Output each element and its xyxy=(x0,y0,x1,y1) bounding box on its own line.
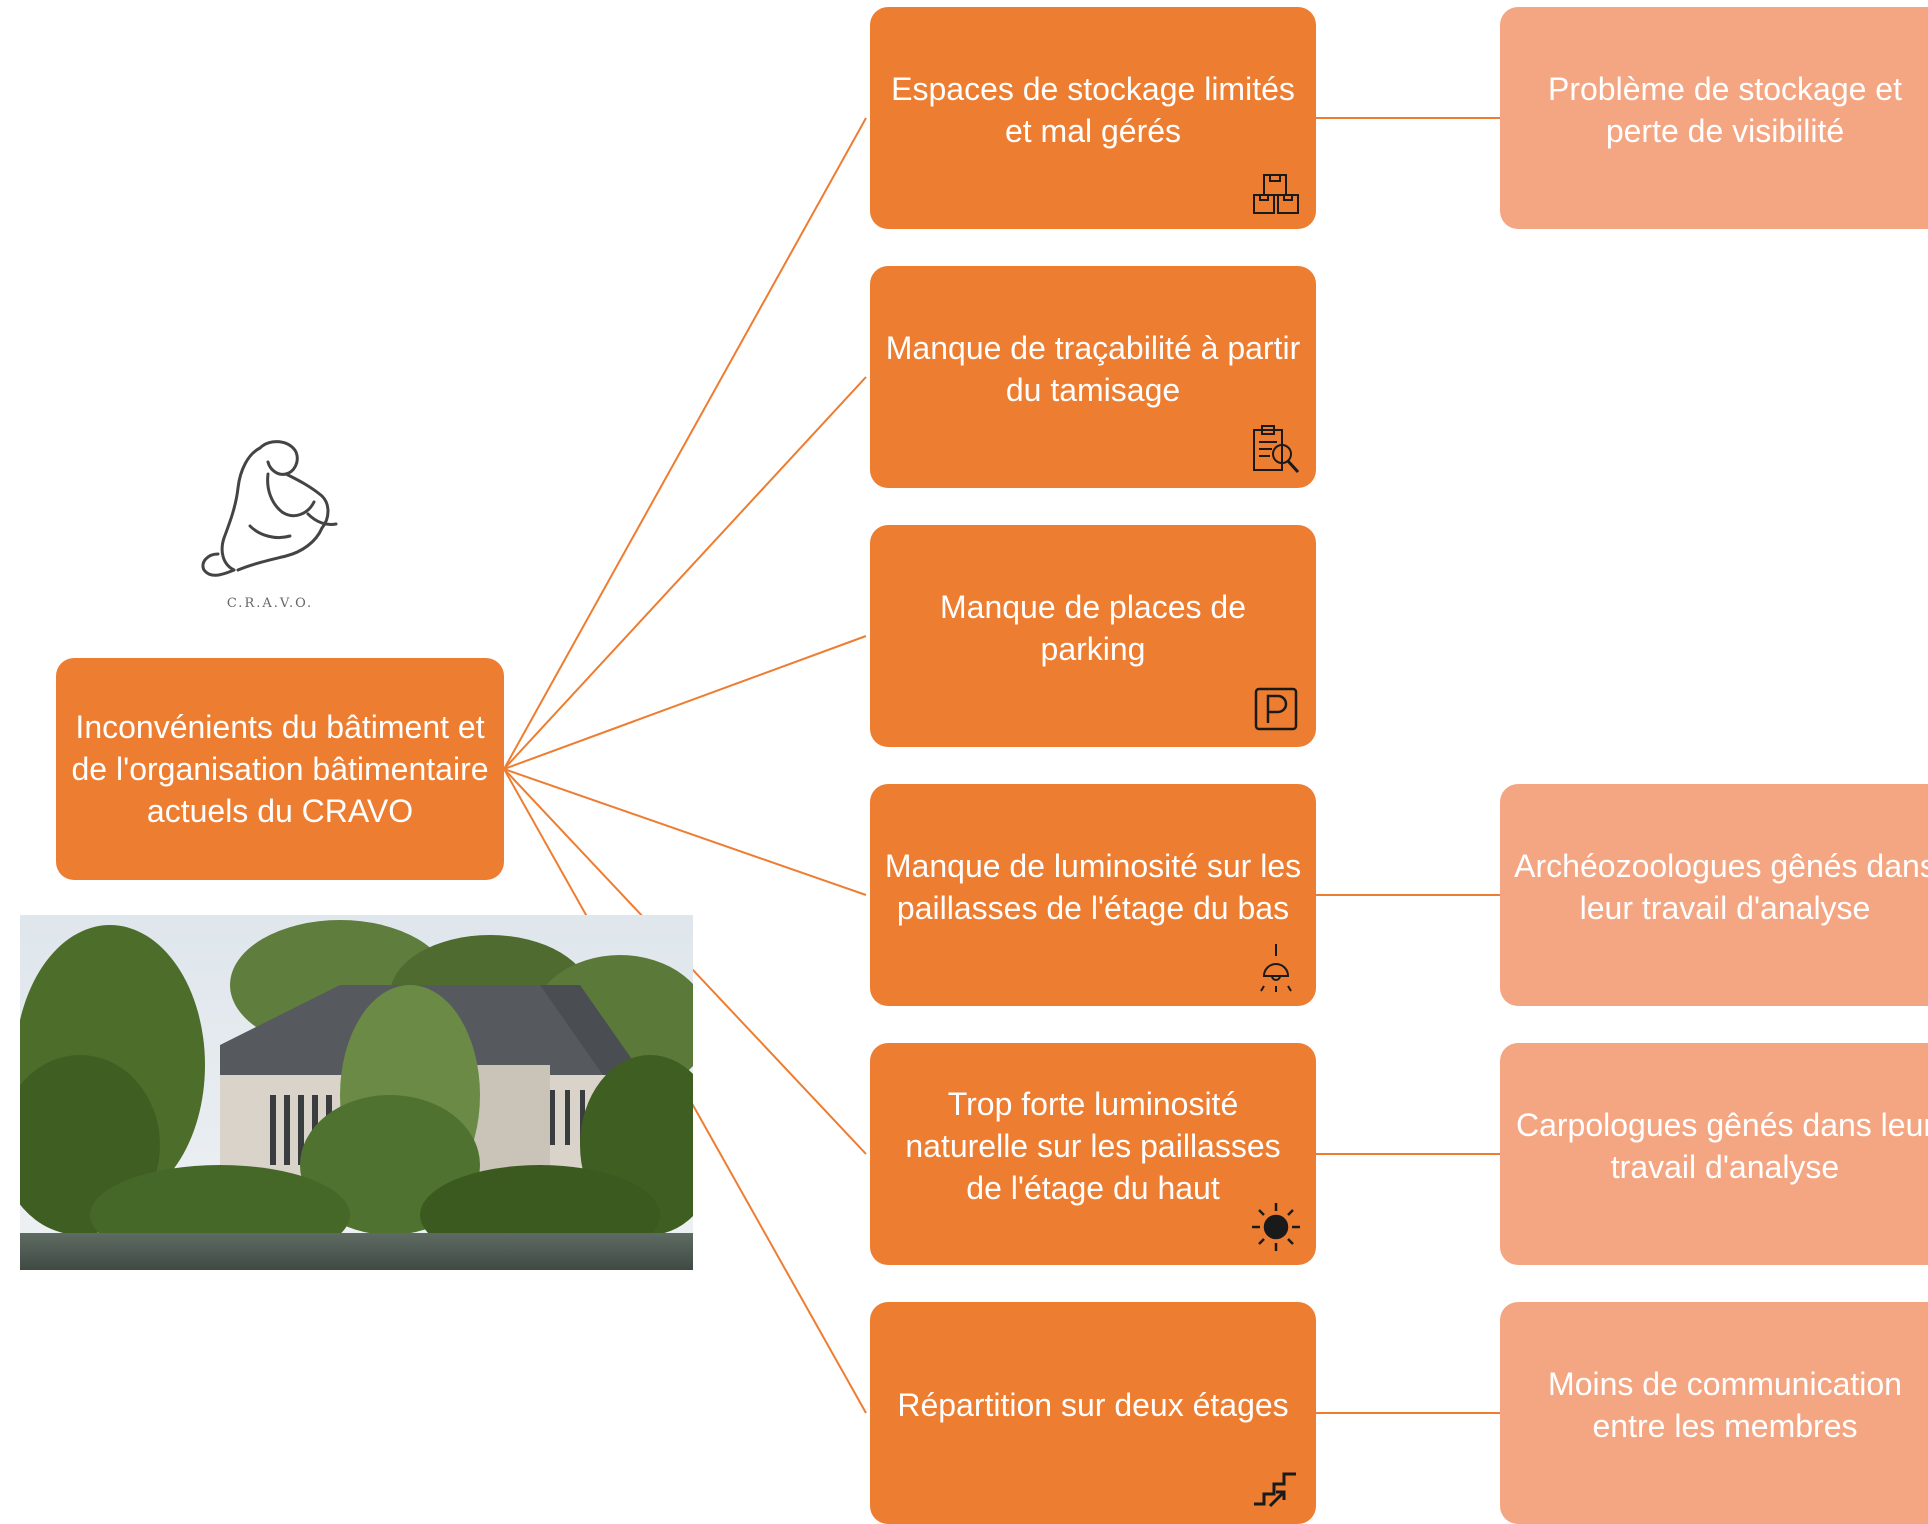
clipboard-search-icon xyxy=(1250,424,1302,476)
problem-node-6: Répartition sur deux étages xyxy=(870,1302,1316,1524)
consequence-label-2: Archéozoologues gênés dans leur travail … xyxy=(1514,848,1928,926)
consequence-node-2: Archéozoologues gênés dans leur travail … xyxy=(1500,784,1928,1006)
root-node: Inconvénients du bâtiment et de l'organi… xyxy=(56,658,504,880)
consequence-label-1: Problème de stockage et perte de visibil… xyxy=(1548,71,1902,149)
connector-root-problem-1 xyxy=(503,117,867,770)
consequence-node-1: Problème de stockage et perte de visibil… xyxy=(1500,7,1928,229)
ceiling-lamp-icon xyxy=(1250,942,1302,994)
parking-icon xyxy=(1250,683,1302,735)
problem-node-4: Manque de luminosité sur les paillasses … xyxy=(870,784,1316,1006)
problem-label-1: Espaces de stockage limités et mal gérés xyxy=(891,71,1295,149)
problem-node-1: Espaces de stockage limités et mal gérés xyxy=(870,7,1316,229)
problem-node-2: Manque de traçabilité à partir du tamisa… xyxy=(870,266,1316,488)
problem-label-4: Manque de luminosité sur les paillasses … xyxy=(884,848,1302,926)
connector-root-problem-2 xyxy=(503,376,867,770)
connector-root-problem-4 xyxy=(503,768,867,896)
consequence-node-4: Moins de communication entre les membres xyxy=(1500,1302,1928,1524)
building-photo xyxy=(20,915,693,1270)
logo-caption: C.R.A.V.O. xyxy=(226,596,314,611)
problem-label-2: Manque de traçabilité à partir du tamisa… xyxy=(885,330,1301,408)
stairs-icon xyxy=(1250,1460,1302,1512)
problem-label-5: Trop forte luminosité naturelle sur les … xyxy=(905,1086,1281,1206)
sun-icon xyxy=(1250,1201,1302,1253)
consequence-label-3: Carpologues gênés dans leur travail d'an… xyxy=(1515,1107,1928,1185)
connector-root-problem-3 xyxy=(503,635,867,770)
problem-label-3: Manque de places de parking xyxy=(940,589,1246,667)
consequence-label-4: Moins de communication entre les membres xyxy=(1548,1366,1902,1444)
root-node-label: Inconvénients du bâtiment et de l'organi… xyxy=(71,709,489,829)
cravo-logo-drawing xyxy=(201,440,338,577)
consequence-node-3: Carpologues gênés dans leur travail d'an… xyxy=(1500,1043,1928,1265)
problem-node-3: Manque de places de parking xyxy=(870,525,1316,747)
boxes-icon xyxy=(1250,165,1302,217)
problem-label-6: Répartition sur deux étages xyxy=(897,1387,1289,1423)
problem-node-5: Trop forte luminosité naturelle sur les … xyxy=(870,1043,1316,1265)
cravo-logo xyxy=(190,430,350,620)
